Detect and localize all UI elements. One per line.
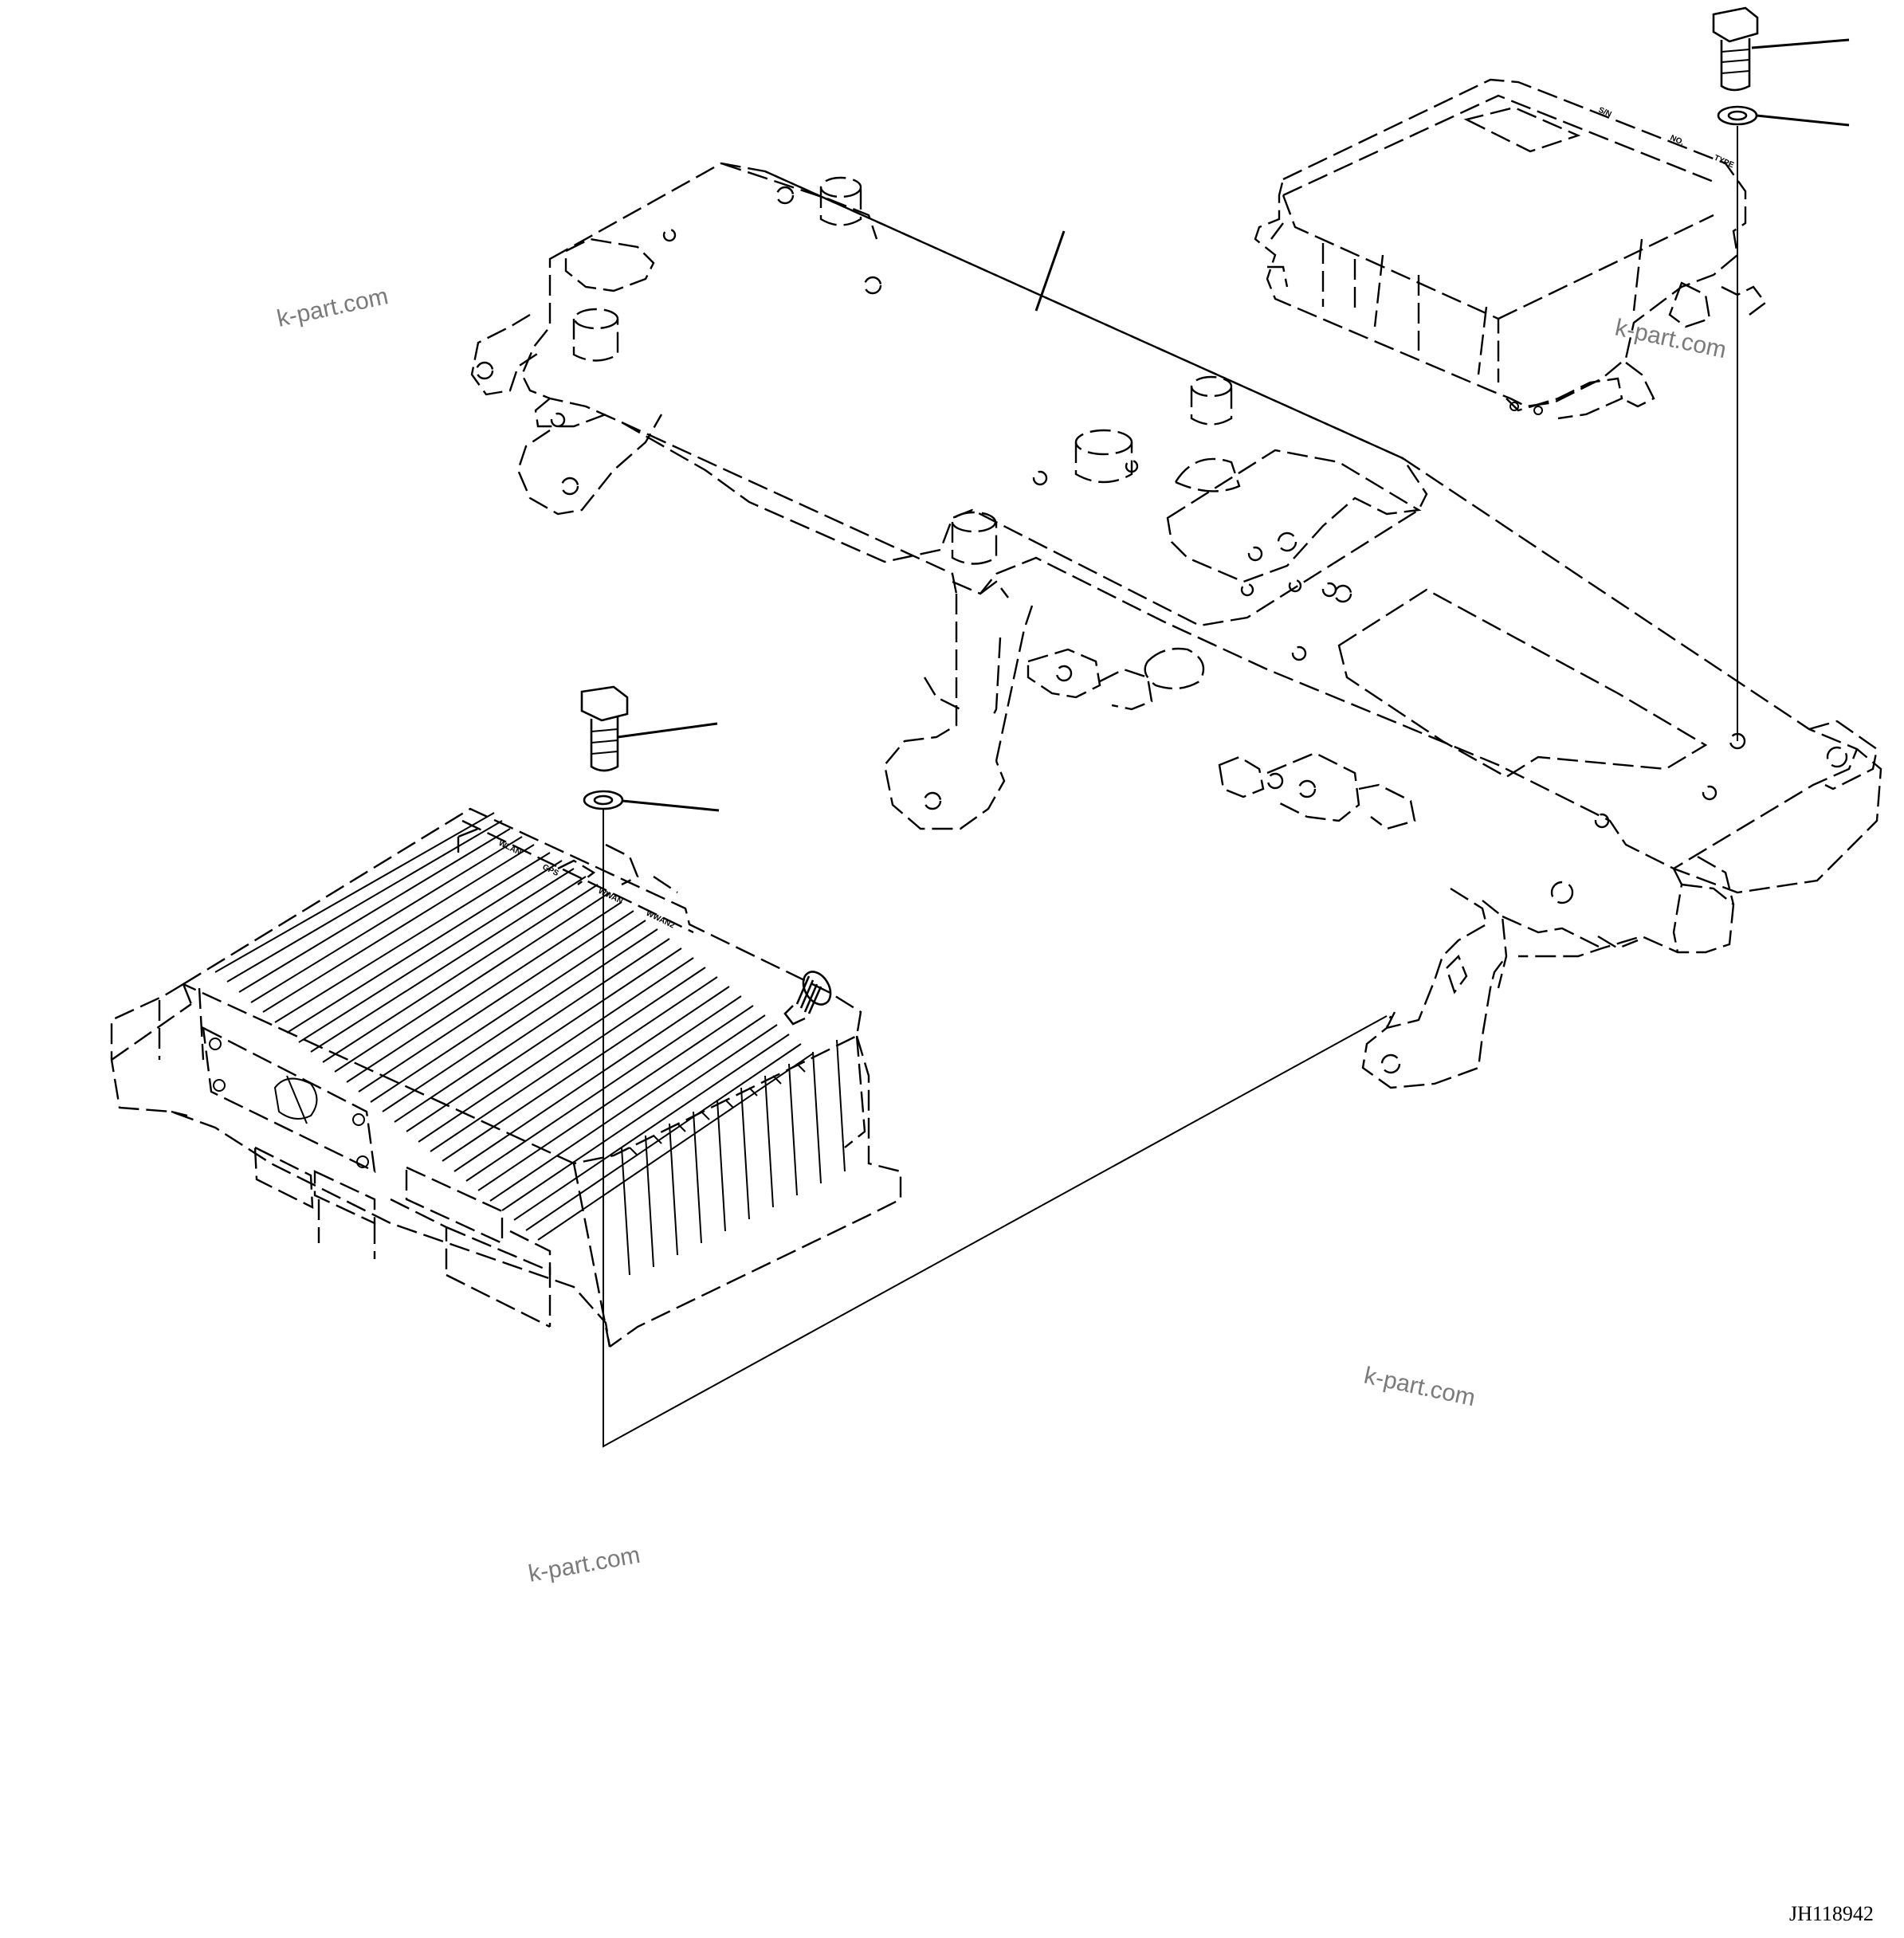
drawing-code: JH118942 (1789, 1902, 1874, 1925)
leader-line-lower-bolt (617, 722, 718, 739)
label-wwan: WWAN (597, 887, 624, 906)
label-wwan2: WWAN2 (645, 909, 677, 931)
label-wlan: WLAN (497, 839, 523, 857)
watermark-1: k-part.com (275, 283, 391, 332)
bolt-upper-right (1712, 6, 1759, 92)
leader-line-upper-washer (1756, 114, 1850, 127)
label-gps: GPS (541, 863, 560, 878)
cooling-fins-side (621, 1039, 846, 1276)
leader-line-lower-washer (622, 799, 720, 812)
upper-controller-unit: S/N NO. TYPE (1254, 78, 1767, 420)
mounting-bracket (470, 162, 1882, 1089)
connector (783, 971, 832, 1026)
svg-text:S/N: S/N (1597, 106, 1613, 120)
leader-line-upper-bolt (1751, 38, 1850, 49)
washer-upper-right (1717, 105, 1758, 126)
svg-text:NO.: NO. (1669, 134, 1686, 147)
bolt-lower-left (580, 685, 629, 772)
install-line-lower (603, 810, 1388, 1448)
communication-controller-unit: WLAN GPS WWAN WWAN2 (110, 807, 902, 1348)
watermark-3: k-part.com (1362, 1363, 1478, 1412)
svg-text:TYPE: TYPE (1713, 154, 1736, 171)
leader-line-bracket (1034, 230, 1066, 312)
washer-lower-left (583, 790, 624, 810)
cooling-fins-top (214, 812, 814, 1241)
watermark-2: k-part.com (1613, 315, 1729, 364)
watermark-4: k-part.com (526, 1542, 642, 1587)
